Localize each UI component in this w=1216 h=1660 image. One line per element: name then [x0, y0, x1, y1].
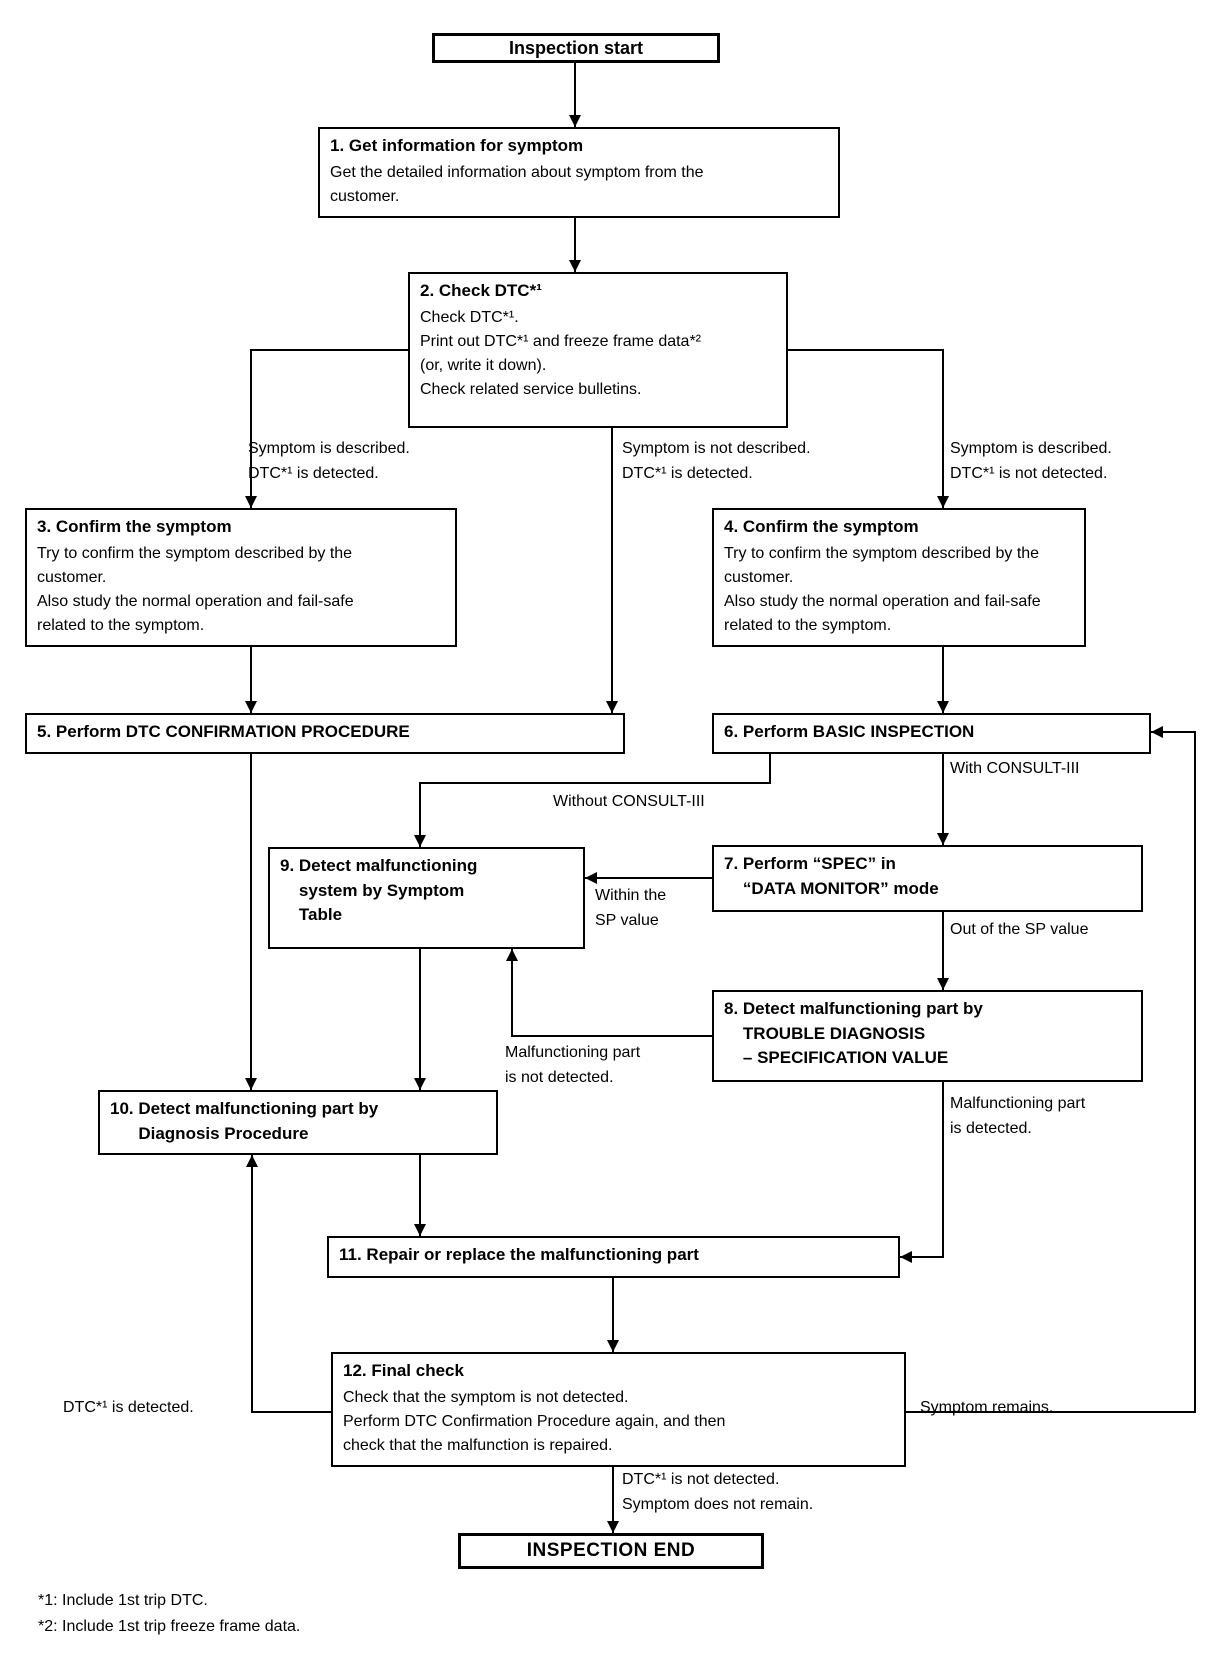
arrowhead-up: [506, 949, 518, 961]
connector-line: [419, 1155, 421, 1236]
connector-line: [900, 1256, 944, 1258]
node-10-diagnosis-procedure: 10. Detect malfunctioning part by Diagno…: [98, 1090, 498, 1156]
connector-line: [942, 912, 944, 990]
connector-line: [585, 877, 712, 879]
arrowhead-down: [414, 1078, 426, 1090]
connector-line: [419, 782, 421, 847]
node-body: Check that the symptom is not detected. …: [343, 1388, 726, 1454]
node-body: Try to confirm the symptom described by …: [37, 544, 354, 634]
edge-label-symptom-not-described-dtc-detected: Symptom is not described. DTC*¹ is detec…: [622, 440, 811, 482]
arrowhead-down: [245, 1078, 257, 1090]
node-title: 5. Perform DTC CONFIRMATION PROCEDURE: [37, 722, 410, 741]
connector-line: [1194, 731, 1196, 1413]
node-2-check-dtc: 2. Check DTC*¹ Check DTC*¹. Print out DT…: [408, 272, 788, 428]
node-title: 8. Detect malfunctioning part by TROUBLE…: [724, 999, 983, 1068]
connector-line: [419, 782, 771, 784]
arrowhead-down: [937, 833, 949, 845]
connector-line: [1151, 731, 1196, 733]
connector-line: [612, 1460, 614, 1533]
edge-label-without-consult: Without CONSULT-III: [553, 793, 705, 810]
connector-line: [250, 630, 252, 713]
node-title: 6. Perform BASIC INSPECTION: [724, 722, 975, 741]
arrowhead-left: [900, 1251, 912, 1263]
connector-line: [906, 1411, 1196, 1413]
connector-line: [250, 349, 252, 508]
edge-label-part-detected: Malfunctioning part is detected.: [950, 1095, 1086, 1137]
node-7-spec-data-monitor: 7. Perform “SPEC” in “DATA MONITOR” mode: [712, 845, 1143, 912]
connector-line: [574, 211, 576, 272]
connector-line: [942, 630, 944, 713]
node-title: 9. Detect malfunctioning system by Sympt…: [280, 856, 478, 925]
node-inspection-start: Inspection start: [432, 33, 720, 63]
node-1-get-information: 1. Get information for symptom Get the d…: [318, 127, 840, 218]
edge-label-with-consult: With CONSULT-III: [950, 760, 1080, 777]
footnote-2: *2: Include 1st trip freeze frame data.: [38, 1618, 301, 1635]
arrowhead-down: [937, 496, 949, 508]
node-title: 7. Perform “SPEC” in “DATA MONITOR” mode: [724, 854, 939, 898]
edge-label-part-not-detected: Malfunctioning part is not detected.: [505, 1044, 641, 1086]
node-11-repair-replace: 11. Repair or replace the malfunctioning…: [327, 1236, 900, 1278]
arrowhead-down: [937, 978, 949, 990]
connector-line: [787, 349, 944, 351]
node-title: 10. Detect malfunctioning part by Diagno…: [110, 1099, 379, 1143]
connector-line: [250, 753, 252, 1090]
edge-label-within-sp-value: Within the SP value: [595, 887, 667, 929]
node-9-symptom-table: 9. Detect malfunctioning system by Sympt…: [268, 847, 585, 949]
connector-line: [251, 349, 409, 351]
node-title: 4. Confirm the symptom: [724, 517, 919, 536]
arrowhead-down: [414, 835, 426, 847]
connector-line: [419, 949, 421, 1090]
node-8-trouble-diagnosis-spec-value: 8. Detect malfunctioning part by TROUBLE…: [712, 990, 1143, 1082]
node-12-final-check: 12. Final check Check that the symptom i…: [331, 1352, 906, 1467]
node-inspection-end: INSPECTION END: [458, 1533, 764, 1569]
node-body: Get the detailed information about sympt…: [330, 163, 704, 205]
arrowhead-down: [569, 260, 581, 272]
arrowhead-left: [1151, 726, 1163, 738]
footnote-1: *1: Include 1st trip DTC.: [38, 1592, 208, 1609]
node-body: Try to confirm the symptom described by …: [724, 544, 1041, 634]
connector-line: [942, 1082, 944, 1258]
arrowhead-down: [607, 1340, 619, 1352]
arrowhead-down: [937, 701, 949, 713]
node-title: 12. Final check: [343, 1361, 464, 1380]
edge-label-dtc-detected: DTC*¹ is detected.: [63, 1399, 194, 1416]
node-4-confirm-symptom: 4. Confirm the symptom Try to confirm th…: [712, 508, 1086, 647]
node-title: 2. Check DTC*¹: [420, 281, 542, 300]
edge-label-symptom-described-dtc-not-detected: Symptom is described. DTC*¹ is not detec…: [950, 440, 1112, 482]
node-title: 1. Get information for symptom: [330, 136, 584, 155]
edge-label-symptom-described-dtc-detected: Symptom is described. DTC*¹ is detected.: [248, 440, 410, 482]
connector-line: [611, 428, 613, 713]
connector-line: [612, 1278, 614, 1352]
arrowhead-down: [607, 1521, 619, 1533]
connector-line: [252, 1411, 331, 1413]
node-body: Check DTC*¹. Print out DTC*¹ and freeze …: [420, 308, 702, 398]
node-6-basic-inspection: 6. Perform BASIC INSPECTION: [712, 713, 1151, 754]
connector-line: [769, 753, 771, 784]
connector-line: [511, 1035, 712, 1037]
edge-label-symptom-remains: Symptom remains.: [920, 1399, 1054, 1416]
node-title: 11. Repair or replace the malfunctioning…: [339, 1245, 699, 1264]
arrowhead-down: [606, 701, 618, 713]
arrowhead-up: [246, 1155, 258, 1167]
arrowhead-down: [245, 701, 257, 713]
node-title: 3. Confirm the symptom: [37, 517, 232, 536]
connector-line: [251, 1155, 253, 1413]
arrowhead-down: [245, 496, 257, 508]
edge-label-dtc-not-detected-no-symptom: DTC*¹ is not detected. Symptom does not …: [622, 1471, 814, 1513]
edge-label-out-of-sp-value: Out of the SP value: [950, 921, 1089, 938]
connector-line: [511, 949, 513, 1037]
arrowhead-down: [569, 115, 581, 127]
node-3-confirm-symptom: 3. Confirm the symptom Try to confirm th…: [25, 508, 457, 647]
start-label: Inspection start: [508, 37, 644, 58]
connector-line: [942, 349, 944, 508]
connector-line: [942, 753, 944, 845]
arrowhead-down: [414, 1224, 426, 1236]
node-5-dtc-confirmation-procedure: 5. Perform DTC CONFIRMATION PROCEDURE: [25, 713, 625, 754]
connector-line: [574, 63, 576, 127]
arrowhead-left: [585, 872, 597, 884]
end-label: INSPECTION END: [526, 1540, 696, 1561]
